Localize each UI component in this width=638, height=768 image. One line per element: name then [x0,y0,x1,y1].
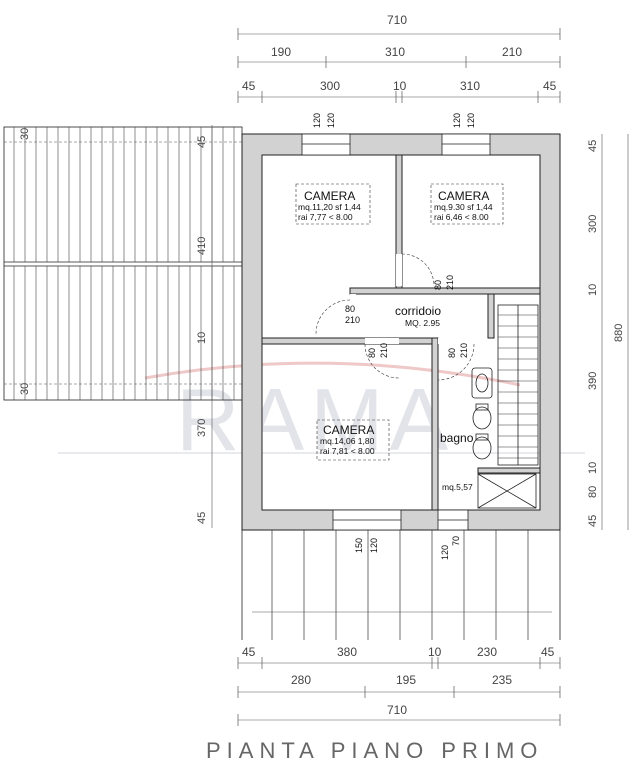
door-mark: 80 [367,348,377,358]
room-bagno: bagno mq.5,57 [440,431,474,492]
dim-bottom: 380 [337,645,357,659]
room-area: mq.11,20 sf 1,44 [298,202,361,212]
window-mark: 120 [466,113,476,128]
dim-total-top: 710 [387,13,407,27]
dim-left-410: 410 [196,237,208,255]
dim-bottom-total: 710 [387,703,407,717]
dim-top-310: 310 [385,45,405,59]
dim-bottom: 10 [428,645,442,659]
door-mark: 80 [433,280,443,290]
dim-right: 45 [587,515,599,527]
room-camera-1: CAMERA mq.11,20 sf 1,44 rai 7,77 < 8.00 [295,183,371,225]
dim-top-190: 190 [271,45,291,59]
window-mark: 70 [451,536,461,546]
right-dimensions: 45 300 10 390 10 80 45 880 [587,134,629,530]
door-swings [315,253,475,381]
room-ratio: rai 6,46 < 8.00 [434,212,489,222]
dim-right: 390 [587,372,599,390]
door-mark: 210 [445,275,455,290]
door-mark: 210 [379,343,389,358]
room-area: mq.9.30 sf 1,44 [434,202,493,212]
dim-top-210: 210 [502,45,522,59]
room-area: MQ. 2.95 [405,318,440,328]
dim-bottom: 230 [477,645,497,659]
terrace: 30 30 [3,126,243,401]
bathroom-fixtures [471,367,537,509]
dim-right-total: 880 [613,324,625,342]
room-name: CAMERA [304,189,355,203]
room-name: corridoio [395,304,441,318]
pergola [241,530,561,640]
dim-left-370: 370 [196,419,208,437]
dim-top-310b: 310 [460,79,480,93]
room-ratio: rai 7,81 < 8.00 [320,446,375,456]
window-mark: 150 [354,538,364,553]
bottom-dimensions: 45 380 10 230 45 280 195 235 710 [237,645,561,726]
watermark-text: RAMA [176,370,454,469]
door-mark: 210 [459,343,469,358]
room-ratio: rai 7,77 < 8.00 [298,212,353,222]
room-name: bagno [440,431,474,445]
room-area: mq.14,06 1,80 [320,436,375,446]
door-mark: 80 [345,304,355,314]
terrace-mark-bottom: 30 [19,383,31,395]
dim-top-45a: 45 [242,79,256,93]
dim-top-10: 10 [393,79,407,93]
window-mark: 120 [369,538,379,553]
window-marks: 120 120 120 120 150 120 120 70 [312,113,476,560]
dim-left-45a: 45 [196,136,208,148]
window-mark: 120 [326,113,336,128]
dim-bottom: 235 [492,673,512,687]
dim-bottom: 45 [541,645,555,659]
door-mark: 80 [447,348,457,358]
room-camera-2: CAMERA mq.9.30 sf 1,44 rai 6,46 < 8.00 [430,183,504,225]
top-dimensions: 710 190 310 210 45 300 10 310 45 [237,13,561,103]
dim-right: 10 [587,284,599,296]
dim-bottom: 195 [396,673,416,687]
dim-right: 10 [587,462,599,474]
walls [241,133,561,531]
room-name: CAMERA [438,189,489,203]
window-mark: 120 [440,545,450,560]
dim-right: 300 [587,215,599,233]
room-camera-3: CAMERA mq.14,06 1,80 rai 7,81 < 8.00 [316,419,390,461]
dim-bottom: 280 [291,673,311,687]
plan-title: PIANTA PIANO PRIMO [206,738,543,763]
dim-top-300: 300 [320,79,340,93]
dim-top-45b: 45 [543,79,557,93]
room-corridoio: corridoio MQ. 2.95 [395,304,441,328]
dim-left-45b: 45 [196,512,208,524]
left-dimensions: 45 410 10 370 45 [196,125,213,528]
room-area: mq.5,57 [442,482,473,492]
door-marks: 80 210 80 210 80 210 80 210 [345,275,469,358]
staircase [497,304,539,466]
watermark: RAMA [58,361,585,469]
dim-bottom: 45 [242,645,256,659]
room-name: CAMERA [323,423,374,437]
terrace-mark-top: 30 [19,128,31,140]
door-mark: 210 [345,315,360,325]
dim-right: 80 [587,486,599,498]
dim-right: 45 [587,140,599,152]
window-mark: 120 [312,113,322,128]
dim-left-10: 10 [196,332,208,344]
window-mark: 120 [452,113,462,128]
